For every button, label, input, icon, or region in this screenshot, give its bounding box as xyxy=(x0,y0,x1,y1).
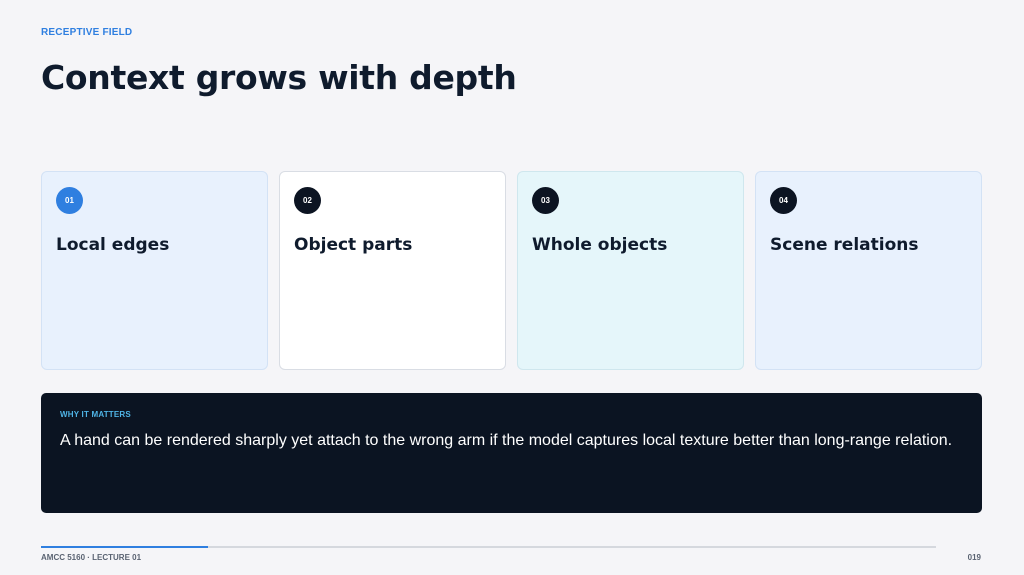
stage-number-badge: 01 xyxy=(56,187,83,214)
deck-progress-fill xyxy=(41,546,209,548)
eyebrow-label: RECEPTIVE FIELD xyxy=(41,27,133,38)
stage-number-badge: 03 xyxy=(532,187,559,214)
page-title: Context grows with depth xyxy=(41,58,517,97)
stage-card-whole-objects: 03 Whole objects xyxy=(517,171,744,370)
stage-card-object-parts: 02 Object parts xyxy=(279,171,506,370)
stage-card-title: Scene relations xyxy=(770,235,919,255)
stage-card-local-edges: 01 Local edges xyxy=(41,171,268,370)
course-footer: AMCC 5160 · LECTURE 01 xyxy=(41,553,142,562)
stage-card-title: Object parts xyxy=(294,235,413,255)
stage-card-scene-relations: 04 Scene relations xyxy=(755,171,982,370)
stage-number-badge: 02 xyxy=(294,187,321,214)
callout-text: A hand can be rendered sharply yet attac… xyxy=(60,432,953,449)
stage-cards: 01 Local edges 02 Object parts 03 Whole … xyxy=(41,171,982,370)
stage-card-title: Whole objects xyxy=(532,235,668,255)
why-it-matters-callout: WHY IT MATTERS A hand can be rendered sh… xyxy=(41,393,982,513)
stage-number-badge: 04 xyxy=(770,187,797,214)
page-number: 019 xyxy=(967,553,981,562)
deck-progress-bar xyxy=(41,546,936,548)
callout-label: WHY IT MATTERS xyxy=(60,410,131,419)
stage-card-title: Local edges xyxy=(56,235,170,255)
